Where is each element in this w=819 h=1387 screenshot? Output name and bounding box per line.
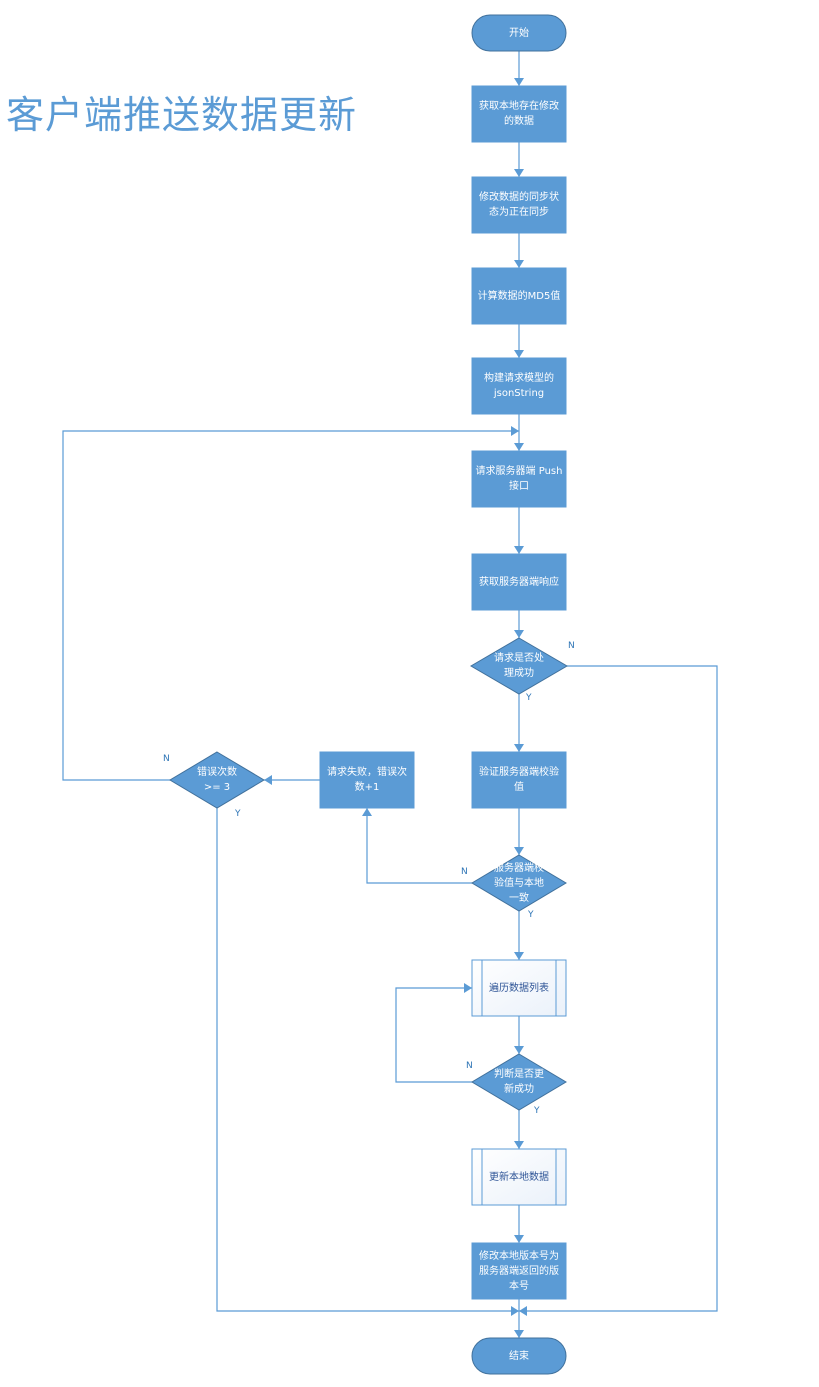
node-calc-md5-shape: [471, 267, 567, 325]
branch-label-yes: Y: [526, 693, 532, 703]
connector-arrowhead: [264, 775, 272, 785]
branch-label-no: N: [568, 641, 575, 651]
node-check-equal: 服务器端校验值与本地一致: [493, 862, 544, 904]
connector-arrowhead: [514, 260, 524, 268]
connector-arrowhead: [514, 847, 524, 855]
branch-label-yes: Y: [534, 1106, 540, 1116]
node-fail-count-shape: [319, 751, 415, 809]
connector-arrowhead: [514, 169, 524, 177]
connector-arrowhead: [514, 1141, 524, 1149]
connector-arrowhead: [514, 78, 524, 86]
node-calc-md5: 计算数据的MD5值: [477, 290, 561, 302]
connector-arrowhead: [514, 1330, 524, 1338]
node-get-response-shape: [471, 553, 567, 611]
node-start-shape: [471, 14, 567, 52]
branch-label-yes: Y: [235, 809, 241, 819]
diagram-title: 客户端推送数据更新: [6, 93, 358, 137]
connector-arrowhead: [514, 630, 524, 638]
connector-arrowhead: [514, 1235, 524, 1243]
connector: [216, 808, 519, 1312]
node-update-ok-shape: [471, 1053, 567, 1111]
node-error-check-shape: [169, 751, 265, 809]
node-verify-shape: [471, 751, 567, 809]
node-set-sync: 修改数据的同步状态为正在同步: [479, 192, 559, 218]
node-end-shape: [471, 1337, 567, 1375]
node-fail-count: 请求失败，错误次数+1: [327, 767, 407, 793]
connector: [366, 808, 472, 884]
connector-arrowhead: [514, 443, 524, 451]
connector: [395, 987, 472, 1083]
node-get-response: 获取服务器端响应: [479, 576, 559, 588]
node-update-ok: 判断是否更新成功: [493, 1069, 544, 1095]
node-is-success: 请求是否处理成功: [493, 653, 544, 679]
connector-arrowhead: [511, 1306, 519, 1316]
node-get-local-shape: [471, 85, 567, 143]
branch-label-no: N: [461, 867, 468, 877]
connector-arrowhead: [514, 546, 524, 554]
connector: [62, 430, 519, 781]
connector: [519, 665, 718, 1312]
node-build-json: 构建请求模型的jsonString: [484, 373, 554, 399]
node-start: 开始: [509, 27, 529, 39]
connector-arrowhead: [514, 744, 524, 752]
node-traverse: 遍历数据列表: [489, 982, 549, 994]
node-set-version: 修改本地版本号为服务器端返回的版本号: [479, 1250, 559, 1292]
node-get-local: 获取本地存在修改的数据: [479, 101, 559, 127]
node-check-equal-shape: [471, 854, 567, 912]
node-update-local: 更新本地数据: [489, 1171, 549, 1183]
connector-arrowhead: [514, 350, 524, 358]
connector-arrowhead: [519, 1306, 527, 1316]
node-set-version-shape: [471, 1242, 567, 1300]
connector-arrowhead: [514, 1046, 524, 1054]
branch-label-yes: Y: [528, 910, 534, 920]
node-traverse-shape: [471, 959, 567, 1017]
node-update-local-shape: [471, 1148, 567, 1206]
node-build-json-shape: [471, 357, 567, 415]
branch-label-no: N: [163, 754, 170, 764]
node-request-push: 请求服务器端 Push接口: [475, 466, 563, 492]
connector-arrowhead: [464, 983, 472, 993]
connector-arrowhead: [511, 426, 519, 436]
branch-label-no: N: [466, 1061, 473, 1071]
connector-arrowhead: [362, 808, 372, 816]
node-request-push-shape: [471, 450, 567, 508]
node-set-sync-shape: [471, 176, 567, 234]
node-error-check: 错误次数 >= 3: [196, 767, 237, 793]
connector-arrowhead: [514, 952, 524, 960]
node-verify: 验证服务器端校验值: [479, 767, 559, 793]
node-is-success-shape: [470, 637, 568, 695]
node-end: 结束: [509, 1350, 529, 1362]
